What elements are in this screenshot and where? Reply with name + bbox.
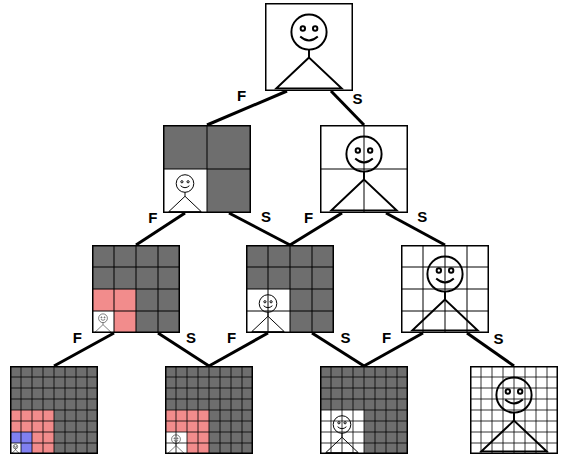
- grid-illustration: [165, 366, 253, 454]
- edge-label: S: [185, 330, 197, 345]
- grid-illustration: [265, 3, 353, 91]
- tree-connector: [331, 91, 364, 125]
- smiley-figure: [95, 314, 111, 332]
- grid-illustration: [470, 366, 558, 454]
- tree-connector: [136, 213, 185, 245]
- image-box: [163, 125, 251, 213]
- edge-label: S: [416, 209, 428, 224]
- grid-illustration: [163, 125, 251, 213]
- image-box: [10, 366, 98, 454]
- edge-label: F: [381, 330, 392, 345]
- edge-label: S: [493, 331, 505, 346]
- image-box: [320, 125, 408, 213]
- edge-label: F: [72, 330, 83, 345]
- tree-connector: [158, 333, 209, 366]
- tree-connector: [54, 333, 114, 366]
- image-box: [92, 245, 180, 333]
- image-box: [265, 3, 353, 91]
- tree-connector: [290, 213, 342, 245]
- image-box: [165, 366, 253, 454]
- grid-illustration: [401, 245, 489, 333]
- tree-connector: [467, 333, 514, 366]
- smiley-figure: [11, 444, 19, 453]
- smiley-figure: [169, 175, 202, 212]
- image-box: [470, 366, 558, 454]
- edge-label: S: [260, 209, 272, 224]
- tree-connector: [312, 333, 364, 366]
- grid-illustration: [320, 366, 408, 454]
- edge-label: S: [339, 330, 351, 345]
- grid-illustration: [246, 245, 334, 333]
- grid-illustration: [92, 245, 180, 333]
- grid-illustration: [320, 125, 408, 213]
- edge-label: F: [226, 330, 237, 345]
- image-box: [246, 245, 334, 333]
- image-box: [320, 366, 408, 454]
- edge-label: F: [236, 88, 247, 103]
- edge-label: F: [147, 210, 158, 225]
- smiley-figure: [276, 14, 341, 88]
- tree-connector: [364, 333, 423, 366]
- edge-label: S: [352, 91, 364, 106]
- image-box: [401, 245, 489, 333]
- edge-label: F: [303, 210, 314, 225]
- grid-illustration: [10, 366, 98, 454]
- tree-connector: [209, 333, 268, 366]
